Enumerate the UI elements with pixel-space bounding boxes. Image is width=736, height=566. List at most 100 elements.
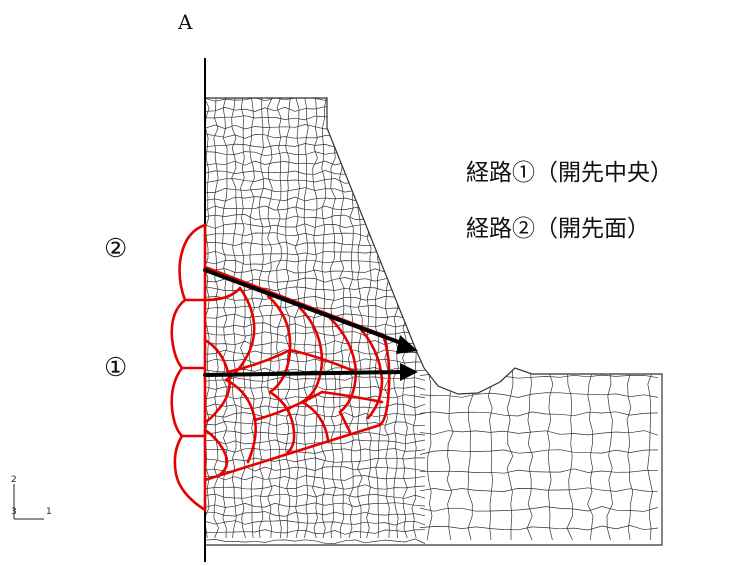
- mesh-line: [205, 205, 426, 211]
- mesh-line: [566, 299, 574, 541]
- path-2-arrow-shaft: [203, 268, 406, 346]
- weld-bead-boundary: [203, 428, 229, 478]
- mesh-line: [506, 299, 514, 540]
- mesh-line: [646, 299, 653, 541]
- mesh-line: [205, 169, 426, 175]
- mesh-line: [606, 299, 613, 541]
- mesh-line: [205, 340, 426, 346]
- mesh-line: [205, 403, 426, 409]
- weld-bead-boundary: [203, 286, 242, 302]
- path-arrows: [203, 268, 418, 381]
- weld-bead-boundary: [203, 423, 382, 482]
- mesh-line: [205, 133, 426, 139]
- path-1-marker: ①: [104, 353, 128, 383]
- weld-bead-boundary: [298, 306, 324, 404]
- mesh-line: [205, 313, 426, 319]
- fe-mesh: [204, 58, 663, 562]
- mesh-line: [419, 430, 659, 436]
- mesh-line: [205, 430, 426, 436]
- mesh-line: [205, 511, 426, 517]
- mesh-line: [205, 232, 426, 238]
- weld-bead-boundary: [288, 348, 358, 374]
- mesh-line: [339, 98, 345, 539]
- weld-bead-boundary: [268, 390, 296, 454]
- mesh-line: [205, 214, 426, 220]
- mesh-line: [205, 250, 426, 256]
- mesh-line: [467, 299, 474, 541]
- mesh-line: [348, 98, 354, 539]
- mesh-line: [411, 98, 417, 539]
- mesh-line: [419, 468, 659, 474]
- section-label: A: [178, 10, 193, 34]
- path-2-marker: ②: [104, 234, 128, 264]
- mesh-line: [312, 98, 318, 539]
- weld-bead-boundary: [320, 390, 384, 404]
- mesh-line: [231, 98, 237, 539]
- weld-bead-boundary: [226, 348, 292, 374]
- mesh-boundary: [204, 97, 663, 546]
- path-1-arrow-shaft: [203, 370, 404, 377]
- mesh-line: [205, 448, 426, 454]
- mesh-line: [393, 98, 399, 539]
- triad-axis-2-label: 2: [11, 475, 17, 485]
- mesh-line: [240, 98, 246, 539]
- triad-axis-1-label: 1: [46, 507, 52, 517]
- mesh-line: [626, 299, 634, 541]
- mesh-line: [419, 506, 659, 512]
- mesh-line: [205, 358, 426, 364]
- weld-bead-boundary: [300, 400, 330, 442]
- mesh-line: [205, 484, 426, 490]
- mesh-line: [587, 299, 594, 541]
- mesh-line: [205, 223, 426, 229]
- mesh-line: [205, 502, 426, 508]
- mesh-line: [419, 525, 659, 531]
- mesh-line: [205, 178, 426, 184]
- mesh-line: [487, 299, 493, 541]
- mesh-line: [285, 98, 291, 539]
- mesh-line: [419, 411, 659, 417]
- triad-axis-3-label: 3: [11, 507, 17, 517]
- mesh-line: [384, 98, 390, 539]
- mesh-line: [303, 98, 309, 539]
- mesh-line: [258, 98, 264, 539]
- mesh-line: [426, 299, 433, 541]
- mesh-line: [357, 98, 363, 539]
- mesh-line: [205, 124, 426, 130]
- mesh-line: [205, 115, 426, 121]
- weld-bead-boundary: [203, 338, 231, 424]
- mesh-line: [267, 98, 273, 539]
- mesh-line: [276, 98, 282, 539]
- mesh-line: [205, 475, 426, 481]
- path-1-arrowhead: [400, 363, 418, 381]
- mesh-line: [419, 449, 659, 455]
- weld-bead-boundary: [378, 333, 391, 427]
- mesh-line: [294, 98, 300, 539]
- mesh-line: [205, 493, 426, 499]
- mesh-line: [205, 529, 426, 535]
- mesh-line: [526, 299, 534, 541]
- mesh-line: [205, 457, 425, 463]
- mesh-line: [205, 538, 426, 544]
- mesh-line: [547, 299, 554, 541]
- legend-path-2: 経路②（開先面）: [466, 216, 650, 242]
- legend-path-1: 経路①（開先中央）: [466, 160, 673, 186]
- mesh-line: [205, 196, 426, 202]
- mesh-line: [419, 392, 659, 398]
- mesh-line: [375, 98, 381, 539]
- path-2-arrowhead: [396, 335, 418, 354]
- mesh-line: [205, 520, 426, 526]
- mesh-line: [205, 296, 426, 301]
- mesh-line: [366, 98, 372, 539]
- mesh-line: [205, 421, 426, 427]
- mesh-line: [205, 151, 426, 157]
- weld-bead-boundary: [356, 324, 384, 420]
- mesh-line: [446, 299, 454, 541]
- mesh-line: [205, 142, 426, 148]
- weld-bead-boundary: [253, 390, 324, 422]
- weld-bead-boundary: [338, 410, 352, 434]
- mesh-line: [205, 439, 426, 445]
- mesh-line: [205, 106, 426, 112]
- mesh-line: [419, 487, 659, 493]
